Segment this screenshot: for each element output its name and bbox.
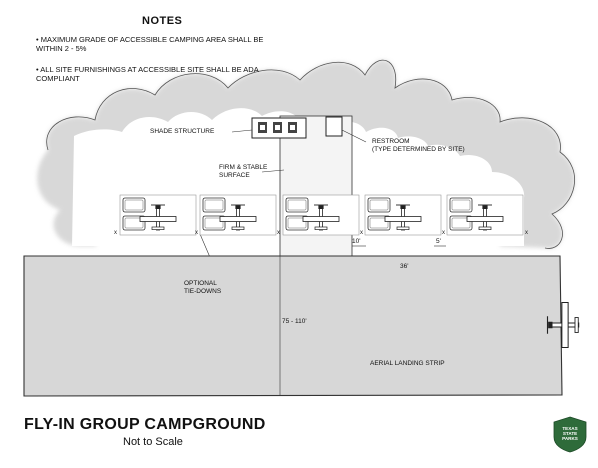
notes-title: NOTES <box>142 15 183 27</box>
campsite-2 <box>199 194 277 236</box>
dim-site-width: 36' <box>400 263 409 270</box>
tie-down-mark: x <box>360 230 363 236</box>
campsite-3 <box>282 194 360 236</box>
label-surface-line2: SURFACE <box>219 172 250 179</box>
campsite-5 <box>446 194 524 236</box>
badge-line-1: TEXAS <box>562 426 578 431</box>
diagram-title: FLY-IN GROUP CAMPGROUND <box>24 416 266 433</box>
dim-edge-gap: 5' <box>436 238 441 245</box>
label-surface-line1: FIRM & STABLE <box>219 164 268 171</box>
texas-state-parks-badge-shape <box>553 416 587 453</box>
note-grade: • MAXIMUM GRADE OF ACCESSIBLE CAMPING AR… <box>36 35 264 53</box>
dim-strip-width: 75 - 110' <box>282 318 307 325</box>
label-landing-strip: AERIAL LANDING STRIP <box>370 360 445 367</box>
note-ada: • ALL SITE FURNISHINGS AT ACCESSIBLE SIT… <box>36 65 259 83</box>
badge-line-2: STATE <box>562 431 578 437</box>
label-shade-structure: SHADE STRUCTURE <box>150 128 215 135</box>
tie-down-mark: x <box>114 230 117 236</box>
tie-down-mark: x <box>277 230 280 236</box>
campsite-1 <box>119 194 197 236</box>
tie-down-mark: x <box>195 230 198 236</box>
label-tie-downs-line2: TIE-DOWNS <box>184 288 222 295</box>
tie-down-mark: x <box>525 230 528 236</box>
campsite-4 <box>364 194 442 236</box>
dim-site-gap: 10' <box>352 238 361 245</box>
tie-down-mark: x <box>442 230 445 236</box>
label-tie-downs-line1: OPTIONAL <box>184 280 217 287</box>
badge-line-3: PARKS <box>562 436 578 442</box>
texas-state-parks-badge: TEXAS STATE PARKS <box>554 426 586 442</box>
label-restroom-note: (TYPE DETERMINED BY SITE) <box>372 146 465 153</box>
diagram-subtitle: Not to Scale <box>123 436 183 448</box>
label-restroom: RESTROOM <box>372 138 410 145</box>
